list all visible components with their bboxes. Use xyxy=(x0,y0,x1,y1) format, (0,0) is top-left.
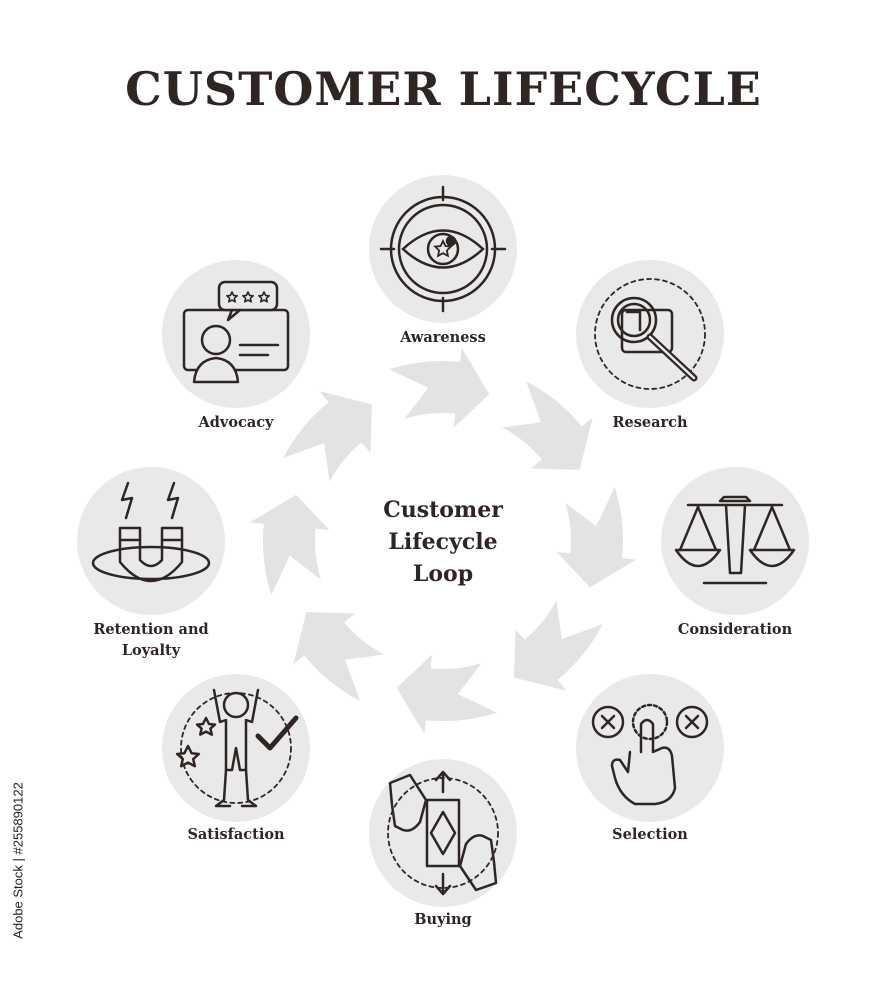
page-title: CUSTOMER LIFECYCLE xyxy=(125,62,762,116)
loop-arrow-segment xyxy=(396,654,498,735)
stage-label-retention: Retention and Loyalty xyxy=(61,619,241,661)
magnet-icon xyxy=(91,481,211,583)
buying-circle xyxy=(369,759,517,907)
loop-arrow-segment xyxy=(283,391,372,482)
loop-arrow-segment xyxy=(556,486,637,588)
stage-label-retention-line-1: Retention and xyxy=(93,621,209,638)
loop-arrow-segment xyxy=(388,347,490,428)
stage-label-retention-line-2: Loyalty xyxy=(121,642,181,659)
stage-label-awareness: Awareness xyxy=(400,329,486,346)
happy-person-icon xyxy=(175,688,299,808)
stage-label-buying: Buying xyxy=(414,911,472,928)
pointing-hand-icon xyxy=(591,703,709,806)
stock-watermark: Adobe Stock | #255890122 xyxy=(6,765,30,965)
money-exchange-icon xyxy=(387,770,499,896)
center-line-1: Customer xyxy=(383,497,503,523)
center-label: Customer Lifecycle Loop xyxy=(343,494,543,590)
loop-arrows xyxy=(249,347,637,735)
stage-label-consideration: Consideration xyxy=(677,621,793,638)
eye-target-icon xyxy=(379,185,507,313)
loop-arrow-segment xyxy=(293,612,384,701)
review-bubble-icon xyxy=(182,280,290,384)
stage-label-satisfaction: Satisfaction xyxy=(187,826,285,843)
stage-label-research: Research xyxy=(612,414,688,431)
loop-arrow-segment xyxy=(249,494,330,596)
stage-label-advocacy: Advocacy xyxy=(198,414,274,431)
loop-arrow-segment xyxy=(514,600,603,691)
center-line-2: Lifecycle xyxy=(388,529,498,555)
stock-id-text: Adobe Stock | #255890122 xyxy=(10,782,26,939)
scales-icon xyxy=(674,495,796,585)
loop-arrow-segment xyxy=(502,381,593,470)
stage-label-selection: Selection xyxy=(612,826,688,843)
center-line-3: Loop xyxy=(412,561,474,587)
retention-circle xyxy=(77,467,225,615)
selection-circle xyxy=(576,674,724,822)
magnifying-glass-icon xyxy=(594,278,706,390)
